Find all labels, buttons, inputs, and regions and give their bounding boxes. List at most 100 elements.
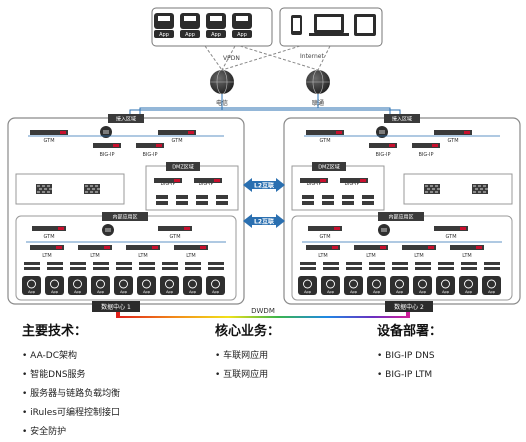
tech-section: 主要技术： AA-DC架构智能DNS服务服务器与链路负载均衡iRules可编程控… bbox=[22, 320, 120, 442]
app-label: App bbox=[143, 290, 151, 294]
server-icon bbox=[216, 195, 228, 199]
bigip-device-icon bbox=[306, 245, 340, 250]
bigip-device-icon bbox=[136, 143, 164, 148]
app-tile-icon bbox=[436, 276, 455, 295]
svg-text:L2互联: L2互联 bbox=[254, 182, 274, 190]
bigip-label: BIG-IP bbox=[142, 152, 157, 158]
business-list: 车联网应用互联网应用 bbox=[215, 347, 280, 385]
bigip-label: BIG-IP bbox=[375, 152, 390, 158]
deploy-heading: 设备部署： bbox=[377, 324, 443, 339]
internal-label: 内部应用区 bbox=[388, 214, 413, 221]
business-heading: 核心业务： bbox=[215, 324, 281, 339]
app-label: App bbox=[237, 32, 247, 38]
server-icon bbox=[208, 267, 224, 270]
server-icon bbox=[196, 195, 208, 199]
globe-icon bbox=[210, 69, 234, 95]
tablet-icon bbox=[354, 14, 376, 36]
server-icon bbox=[47, 267, 63, 270]
bigip-device-icon bbox=[450, 245, 484, 250]
ltm-label: LTM bbox=[138, 253, 147, 259]
gtm-label: GTM bbox=[319, 138, 330, 144]
gtm-label: GTM bbox=[169, 234, 180, 240]
app-tile-icon bbox=[482, 276, 501, 295]
ltm-label: LTM bbox=[366, 253, 375, 259]
deploy-list: BIG-IP DNSBIG-IP LTM bbox=[377, 347, 442, 385]
app-label: App bbox=[185, 32, 195, 38]
server-icon bbox=[70, 267, 86, 270]
server-icon bbox=[156, 201, 168, 205]
ltm-label: LTM bbox=[186, 253, 195, 259]
dwdm-link bbox=[116, 307, 410, 318]
server-icon bbox=[116, 267, 132, 270]
bigip-device-icon bbox=[300, 178, 328, 183]
ltm-label: LTM bbox=[462, 253, 471, 259]
server-icon bbox=[185, 267, 201, 270]
bigip-device-icon bbox=[30, 245, 64, 250]
tech-heading: 主要技术： bbox=[22, 324, 88, 339]
bigip-device-icon bbox=[154, 178, 182, 183]
bigip-label: BIG-IP bbox=[306, 181, 321, 187]
access-zone-tag bbox=[384, 114, 420, 123]
dmz-label: DMZ区域 bbox=[172, 164, 194, 171]
app-tile-icon bbox=[367, 276, 386, 295]
bigip-device-icon bbox=[158, 226, 192, 231]
bigip-label: BIG-IP bbox=[160, 181, 175, 187]
phone-icon bbox=[291, 15, 302, 35]
access-zone-tag bbox=[108, 114, 144, 123]
gtm-label: GTM bbox=[43, 234, 54, 240]
app-tile-icon bbox=[183, 276, 202, 295]
switch-icon bbox=[100, 126, 112, 138]
bigip-device-icon bbox=[174, 245, 208, 250]
server-icon bbox=[362, 201, 374, 205]
server-icon bbox=[162, 262, 178, 265]
server-icon bbox=[438, 267, 454, 270]
l2-link-bottom: L2互联 bbox=[243, 214, 285, 228]
server-icon bbox=[415, 267, 431, 270]
app-label: App bbox=[419, 290, 427, 294]
app-label: App bbox=[51, 290, 59, 294]
list-item: BIG-IP DNS bbox=[377, 347, 442, 366]
bigip-device-icon bbox=[412, 143, 440, 148]
deploy-section: 设备部署： BIG-IP DNSBIG-IP LTM bbox=[377, 320, 442, 385]
bigip-label: BIG-IP bbox=[198, 181, 213, 187]
firewall-zone bbox=[403, 173, 513, 205]
app-tile-icon bbox=[321, 276, 340, 295]
server-icon bbox=[392, 267, 408, 270]
app-tile-icon bbox=[45, 276, 64, 295]
bigip-device-icon bbox=[78, 245, 112, 250]
bigip-device-icon bbox=[93, 143, 121, 148]
dc2-name: 数据中心 2 bbox=[394, 303, 424, 311]
app-label: App bbox=[304, 290, 312, 294]
gtm-label: GTM bbox=[43, 138, 54, 144]
server-icon bbox=[369, 262, 385, 265]
server-icon bbox=[70, 262, 86, 265]
list-item: 车联网应用 bbox=[215, 347, 280, 366]
bigip-device-icon bbox=[354, 245, 388, 250]
server-icon bbox=[369, 267, 385, 270]
list-item: 互联网应用 bbox=[215, 366, 280, 385]
bigip-device-icon bbox=[126, 245, 160, 250]
ltm-label: LTM bbox=[414, 253, 423, 259]
app-label: App bbox=[373, 290, 381, 294]
server-icon bbox=[300, 262, 316, 265]
list-item: BIG-IP LTM bbox=[377, 366, 442, 385]
internal-tag bbox=[102, 212, 148, 221]
server-icon bbox=[302, 195, 314, 199]
app-tile-icon bbox=[68, 276, 87, 295]
list-item: AA-DC架构 bbox=[22, 347, 120, 366]
app-label: App bbox=[28, 290, 36, 294]
bigip-device-icon bbox=[32, 226, 66, 231]
list-item: 安全防护 bbox=[22, 423, 120, 442]
bigip-device-icon bbox=[158, 130, 196, 135]
dwdm-label: DWDM bbox=[251, 307, 275, 315]
business-section: 核心业务： 车联网应用互联网应用 bbox=[215, 320, 280, 385]
app-label: App bbox=[74, 290, 82, 294]
server-icon bbox=[47, 262, 63, 265]
server-icon bbox=[323, 262, 339, 265]
server-icon bbox=[302, 201, 314, 205]
firewall-zone bbox=[15, 173, 125, 205]
server-icon bbox=[93, 262, 109, 265]
list-item: iRules可编程控制接口 bbox=[22, 404, 120, 423]
